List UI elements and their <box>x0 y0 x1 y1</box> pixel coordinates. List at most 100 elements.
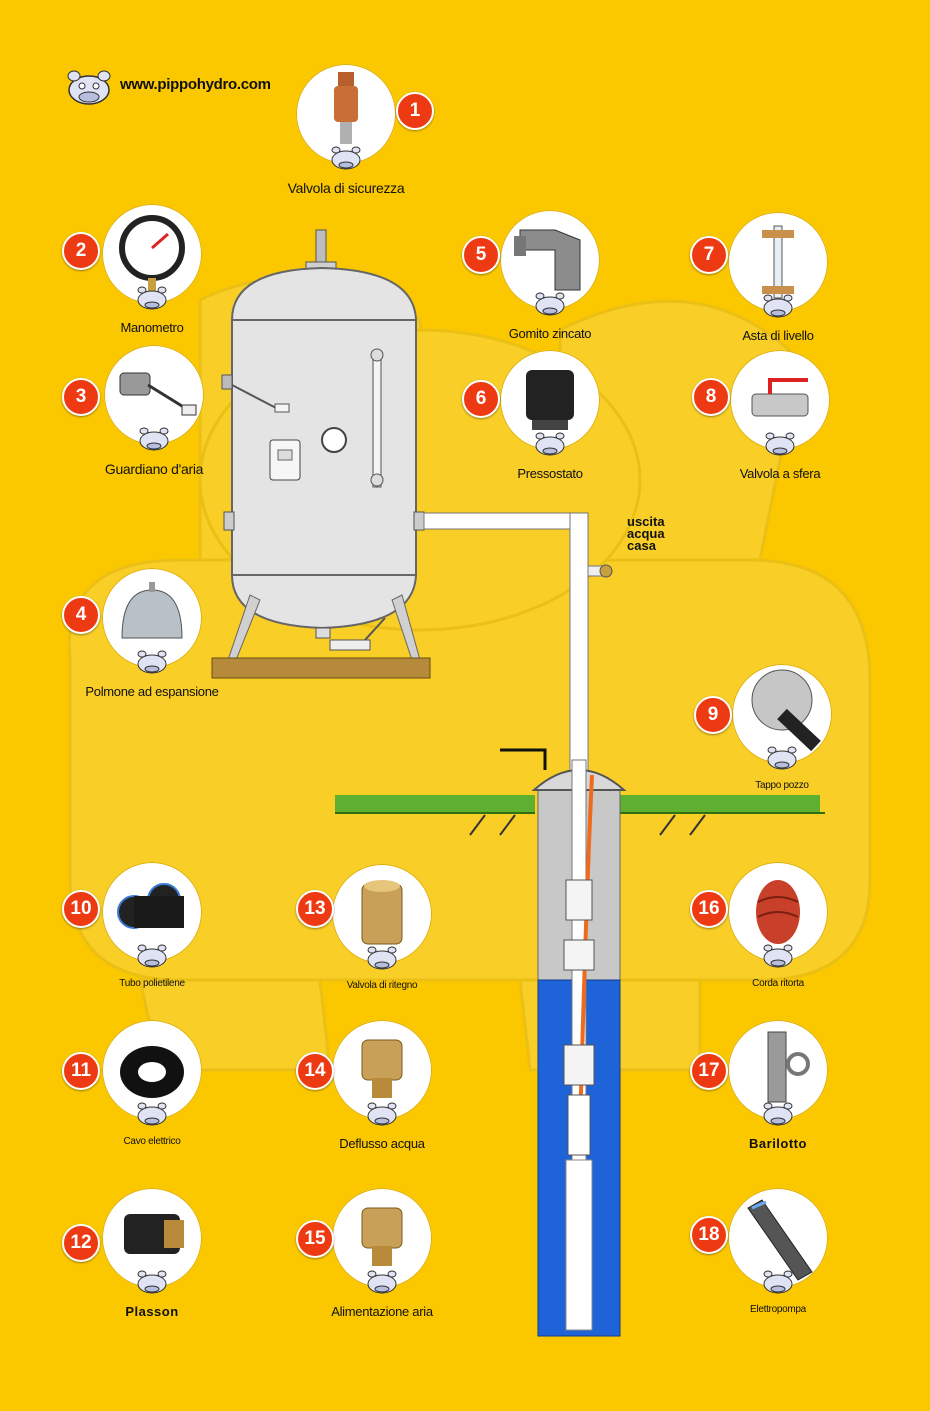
mascot-icon <box>533 430 567 456</box>
pressure-tank <box>211 229 431 679</box>
component-item-4: Polmone ad espansione <box>85 568 219 699</box>
mascot-icon <box>763 430 797 456</box>
outlet-pipe <box>423 512 613 774</box>
polyethylene-pipe-icon <box>102 862 202 962</box>
number-badge-6: 6 <box>462 380 500 418</box>
number-badge-17: 17 <box>690 1052 728 1090</box>
number-badge-15: 15 <box>296 1220 334 1258</box>
well-cap-icon <box>732 664 832 764</box>
component-item-1: Valvola di sicurezza <box>288 64 405 196</box>
mascot-icon <box>761 942 795 968</box>
outlet-label-line-3: casa <box>627 538 656 553</box>
mascot-icon <box>761 1100 795 1126</box>
component-label: Cavo elettrico <box>123 1136 181 1147</box>
safety-valve-icon <box>296 64 396 164</box>
water-drain-icon <box>332 1020 432 1120</box>
plasson-fitting-icon <box>102 1188 202 1288</box>
number-badge-13: 13 <box>296 890 334 928</box>
mascot-icon <box>533 290 567 316</box>
ground-line <box>335 795 825 836</box>
number-badge-3: 3 <box>62 378 100 416</box>
mascot-icon <box>365 1100 399 1126</box>
mascot-icon <box>765 744 799 770</box>
component-item-11: Cavo elettrico <box>102 1020 202 1147</box>
component-label: Valvola a sfera <box>739 466 821 481</box>
pressure-switch-icon <box>500 350 600 450</box>
outlet-label-line-1: uscita <box>627 514 665 529</box>
outlet-label-line-2: acqua <box>627 526 665 541</box>
level-gauge-icon <box>728 212 828 312</box>
component-item-5: Gomito zincato <box>500 210 600 341</box>
mascot-icon <box>135 1100 169 1126</box>
mascot-icon <box>365 1268 399 1294</box>
number-badge-16: 16 <box>690 890 728 928</box>
mascot-icon <box>329 144 363 170</box>
component-item-18: Elettropompa <box>728 1188 828 1315</box>
well-shaft <box>500 748 627 1337</box>
component-label: Alimentazione aria <box>331 1304 433 1319</box>
component-item-10: Tubo polietilene <box>102 862 202 989</box>
component-item-8: Valvola a sfera <box>730 350 830 481</box>
component-label: Valvola di ritegno <box>346 980 418 991</box>
component-item-3: Guardiano d'aria <box>104 345 204 477</box>
number-badge-1: 1 <box>396 92 434 130</box>
component-label: Asta di livello <box>742 328 814 343</box>
component-label: Pressostato <box>517 466 583 481</box>
pressure-gauge-icon <box>102 204 202 304</box>
component-label: Barilotto <box>749 1136 807 1151</box>
component-label: Tappo pozzo <box>755 780 809 791</box>
number-badge-9: 9 <box>694 696 732 734</box>
component-item-16: Corda ritorta <box>728 862 828 989</box>
component-label: Guardiano d'aria <box>104 461 204 477</box>
mascot-icon <box>135 284 169 310</box>
mascot-icon <box>761 292 795 318</box>
twisted-rope-icon <box>728 862 828 962</box>
ball-valve-icon <box>730 350 830 450</box>
component-label: Deflusso acqua <box>339 1136 425 1151</box>
component-label: Plasson <box>125 1304 179 1319</box>
mascot-icon <box>137 425 171 451</box>
component-label: Tubo polietilene <box>119 978 185 989</box>
component-label: Manometro <box>120 320 184 335</box>
component-label: Corda ritorta <box>752 978 804 989</box>
component-item-9: Tappo pozzo <box>732 664 832 791</box>
component-label: Elettropompa <box>750 1304 806 1315</box>
component-label: Gomito zincato <box>508 326 592 341</box>
component-item-17: Barilotto <box>728 1020 828 1151</box>
check-valve-icon <box>332 864 432 964</box>
number-badge-18: 18 <box>690 1216 728 1254</box>
submersible-pump-icon <box>728 1188 828 1288</box>
mascot-icon <box>761 1268 795 1294</box>
component-item-6: Pressostato <box>500 350 600 481</box>
website-url[interactable]: www.pippohydro.com <box>120 76 271 93</box>
component-label: Polmone ad espansione <box>85 684 219 699</box>
component-item-13: Valvola di ritegno <box>332 864 432 991</box>
electric-cable-icon <box>102 1020 202 1120</box>
number-badge-2: 2 <box>62 232 100 270</box>
component-item-12: Plasson <box>102 1188 202 1319</box>
barrel-nipple-icon <box>728 1020 828 1120</box>
expansion-tank-icon <box>102 568 202 668</box>
component-item-14: Deflusso acqua <box>332 1020 432 1151</box>
number-badge-10: 10 <box>62 890 100 928</box>
mascot-icon <box>365 944 399 970</box>
mascot-icon <box>135 1268 169 1294</box>
component-item-2: Manometro <box>102 204 202 335</box>
number-badge-14: 14 <box>296 1052 334 1090</box>
number-badge-5: 5 <box>462 236 500 274</box>
outlet-label: uscita acqua casa <box>627 514 665 553</box>
air-supply-icon <box>332 1188 432 1288</box>
component-item-7: Asta di livello <box>728 212 828 343</box>
galvanized-elbow-icon <box>500 210 600 310</box>
number-badge-7: 7 <box>690 236 728 274</box>
number-badge-4: 4 <box>62 596 100 634</box>
mascot-icon <box>135 648 169 674</box>
number-badge-11: 11 <box>62 1052 100 1090</box>
component-label: Valvola di sicurezza <box>287 180 405 196</box>
logo-mascot-icon <box>67 70 111 105</box>
component-item-15: Alimentazione aria <box>331 1188 433 1319</box>
mascot-icon <box>135 942 169 968</box>
number-badge-8: 8 <box>692 378 730 416</box>
